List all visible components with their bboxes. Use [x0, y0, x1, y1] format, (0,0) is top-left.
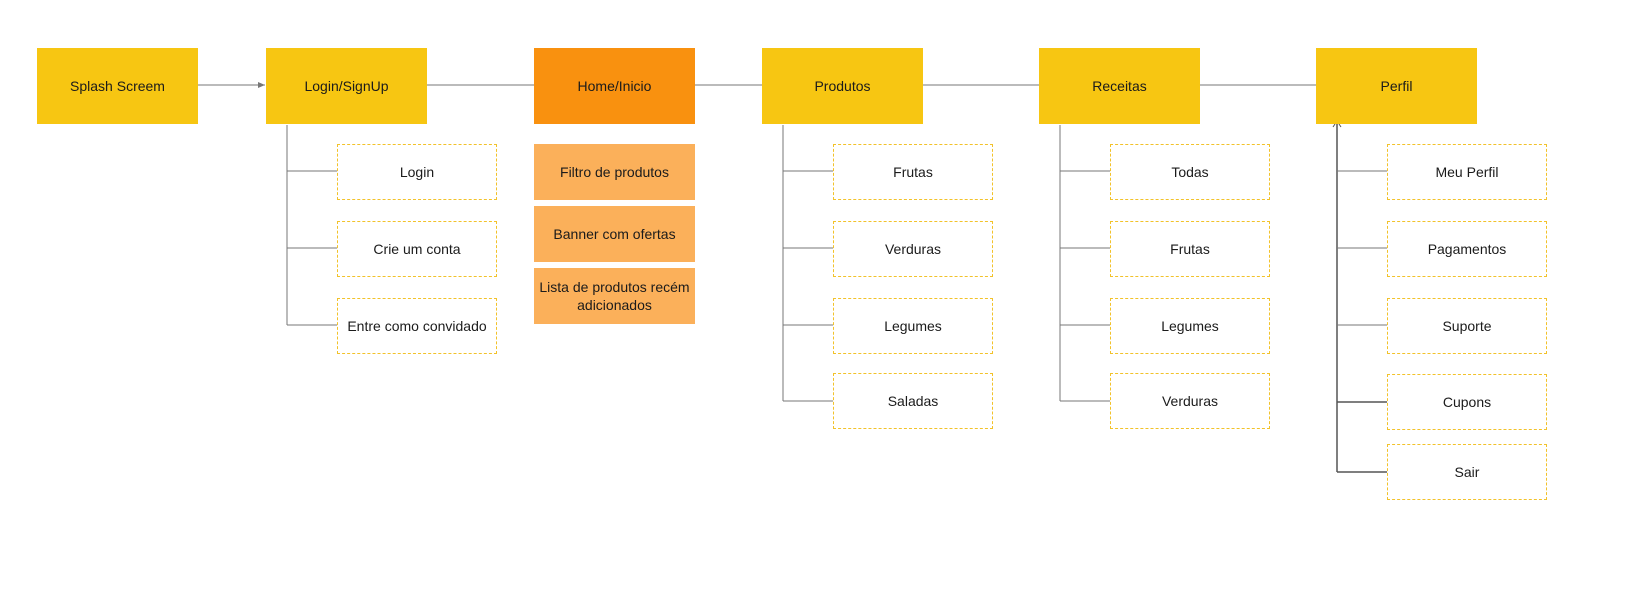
- node-perfil: Perfil: [1316, 48, 1477, 124]
- leaf-create-account: Crie um conta: [337, 221, 497, 277]
- leaf-label: Verduras: [884, 241, 942, 257]
- leaf-pagamentos: Pagamentos: [1387, 221, 1547, 277]
- leaf-produtos-frutas: Frutas: [833, 144, 993, 200]
- leaf-label: Sair: [1454, 464, 1480, 480]
- leaf-login: Login: [337, 144, 497, 200]
- leaf-meu-perfil: Meu Perfil: [1387, 144, 1547, 200]
- leaf-label: Crie um conta: [373, 241, 461, 257]
- block-filtro-produtos: Filtro de produtos: [534, 144, 695, 200]
- node-label: Home/Inicio: [577, 78, 652, 94]
- leaf-label: Frutas: [893, 164, 933, 180]
- block-label: Banner com ofertas: [553, 226, 676, 242]
- leaf-label: Suporte: [1442, 318, 1492, 334]
- node-splash-screen: Splash Screem: [37, 48, 198, 124]
- leaf-receitas-frutas: Frutas: [1110, 221, 1270, 277]
- leaf-produtos-saladas: Saladas: [833, 373, 993, 429]
- leaf-produtos-legumes: Legumes: [833, 298, 993, 354]
- node-label: Receitas: [1092, 78, 1147, 94]
- node-receitas: Receitas: [1039, 48, 1200, 124]
- leaf-label: Cupons: [1442, 394, 1492, 410]
- leaf-cupons: Cupons: [1387, 374, 1547, 430]
- leaf-label: Entre como convidado: [347, 318, 487, 334]
- block-lista-produtos: Lista de produtos recém adicionados: [534, 268, 695, 324]
- node-login-signup: Login/SignUp: [266, 48, 427, 124]
- node-label: Perfil: [1380, 78, 1413, 94]
- node-label: Produtos: [814, 78, 871, 94]
- leaf-label: Legumes: [1161, 318, 1219, 334]
- leaf-label: Legumes: [884, 318, 942, 334]
- block-label: Filtro de produtos: [560, 164, 669, 180]
- leaf-label: Frutas: [1170, 241, 1210, 257]
- node-home-inicio: Home/Inicio: [534, 48, 695, 124]
- leaf-label: Meu Perfil: [1435, 164, 1499, 180]
- node-label: Login/SignUp: [304, 78, 389, 94]
- leaf-label: Saladas: [887, 393, 939, 409]
- leaf-label: Verduras: [1161, 393, 1219, 409]
- leaf-sair: Sair: [1387, 444, 1547, 500]
- leaf-receitas-verduras: Verduras: [1110, 373, 1270, 429]
- leaf-guest: Entre como convidado: [337, 298, 497, 354]
- leaf-suporte: Suporte: [1387, 298, 1547, 354]
- leaf-label: Login: [399, 164, 435, 180]
- leaf-label: Pagamentos: [1427, 241, 1507, 257]
- leaf-produtos-verduras: Verduras: [833, 221, 993, 277]
- leaf-receitas-todas: Todas: [1110, 144, 1270, 200]
- node-produtos: Produtos: [762, 48, 923, 124]
- leaf-label: Todas: [1171, 164, 1209, 180]
- block-banner-ofertas: Banner com ofertas: [534, 206, 695, 262]
- node-label: Splash Screem: [70, 78, 165, 94]
- leaf-receitas-legumes: Legumes: [1110, 298, 1270, 354]
- block-label: Lista de produtos recém adicionados: [539, 279, 690, 313]
